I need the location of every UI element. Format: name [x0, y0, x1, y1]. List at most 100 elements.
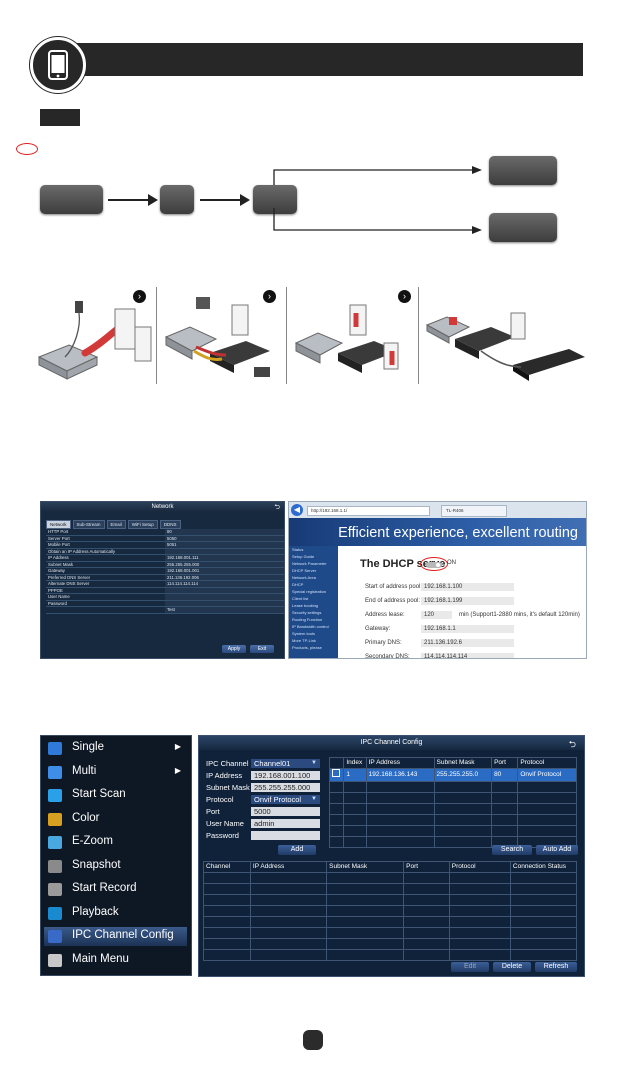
table-row[interactable] [203, 894, 578, 906]
banner-text: Efficient experience, excellent routing [338, 525, 578, 541]
table-row[interactable] [203, 927, 578, 939]
ipc-input[interactable]: 192.168.001.100 [251, 771, 320, 780]
sidebar-item[interactable]: Client list [292, 596, 309, 601]
setting-value[interactable]: 211.136.192.006 [165, 574, 284, 581]
ipc-input[interactable]: 5000 [251, 807, 320, 816]
dhcp-field-label: Primary DNS: [365, 640, 402, 646]
flow-box-1 [40, 185, 103, 214]
menu-item-single[interactable]: Single▶ [44, 739, 187, 758]
setting-value[interactable]: 192.168.001.001 [165, 567, 284, 575]
sidebar-item[interactable]: Products, please [292, 645, 322, 650]
back-icon[interactable]: ⮌ [568, 739, 576, 749]
ipc-title: IPC Channel Config [199, 736, 584, 750]
sidebar-item[interactable]: DHCP [292, 582, 304, 587]
menu-item-e-zoom[interactable]: E-Zoom [44, 833, 187, 852]
sidebar-item[interactable]: Setup Guide [292, 554, 315, 559]
refresh-button[interactable]: Refresh [535, 962, 577, 972]
ipc-select[interactable]: Channel01 ▼ [251, 759, 320, 768]
table-row[interactable] [328, 803, 577, 815]
add-button[interactable]: Add [278, 845, 316, 855]
nvr-setting-row: Obtain an IP Address Automatically [46, 548, 284, 555]
table-row[interactable] [328, 825, 577, 837]
tab-network[interactable]: Network [46, 520, 71, 529]
dhcp-field-value[interactable]: 211.136.192.6 [421, 639, 514, 647]
delete-button[interactable]: Delete [493, 962, 531, 972]
table-row[interactable] [203, 883, 578, 895]
setting-value[interactable]: 255.255.255.000 [165, 561, 284, 568]
setting-value[interactable]: 5051 [165, 541, 284, 549]
exit-button[interactable]: Exit [250, 645, 274, 653]
setting-value[interactable]: 80 [165, 529, 284, 536]
ipc-input[interactable]: admin [251, 819, 320, 828]
setting-value[interactable]: 5050 [165, 535, 284, 542]
sidebar-item[interactable]: Special registration [292, 589, 327, 594]
menu-item-color[interactable]: Color [44, 810, 187, 829]
menu-item-start-record[interactable]: Start Record [44, 880, 187, 899]
table-row[interactable] [203, 916, 578, 928]
e-zoom-icon [48, 836, 62, 849]
edit-button[interactable]: Edit [451, 962, 489, 972]
setting-value[interactable] [165, 587, 284, 594]
auto-add-button[interactable]: Auto Add [536, 845, 578, 855]
ipc-input[interactable] [251, 831, 320, 840]
browser-tab[interactable]: TL-R406 [441, 505, 507, 517]
table-row[interactable] [203, 905, 578, 917]
setting-value[interactable]: Test [165, 606, 284, 614]
menu-item-start-scan[interactable]: Start Scan [44, 786, 187, 805]
table-row[interactable] [328, 781, 577, 793]
sidebar-item[interactable]: Network Area [292, 575, 317, 580]
dhcp-toggle[interactable] [420, 557, 448, 571]
tab-sub-stream[interactable]: Sub-Stream [72, 520, 105, 529]
dhcp-field-value[interactable]: 192.168.1.100 [421, 583, 514, 591]
ipc-input[interactable]: 255.255.255.000 [251, 783, 320, 792]
address-bar[interactable]: http://192.168.1.1/ [307, 506, 430, 516]
dhcp-field-value[interactable]: 114.114.114.114 [421, 653, 514, 658]
column-header: Protocol [448, 861, 511, 873]
column-header: Port [491, 757, 519, 769]
table-row[interactable] [328, 814, 577, 826]
search-button[interactable]: Search [492, 845, 532, 855]
dhcp-field-value[interactable]: 192.168.1.199 [421, 597, 514, 605]
setting-value[interactable]: 114.114.114.114 [165, 580, 284, 588]
dhcp-field-value[interactable]: 120 [421, 611, 452, 619]
menu-item-snapshot[interactable]: Snapshot [44, 857, 187, 876]
nvr-title: Network [41, 502, 284, 513]
sidebar-item[interactable]: Security settings [292, 610, 322, 615]
table-row[interactable] [203, 949, 578, 961]
sidebar-item[interactable]: Network Parameter [292, 561, 327, 566]
tab-email[interactable]: Email [106, 520, 126, 529]
back-icon[interactable]: ⮌ [274, 504, 280, 511]
sidebar-item[interactable]: DHCP Server [292, 568, 317, 573]
table-row[interactable] [328, 792, 577, 804]
table-row[interactable] [203, 938, 578, 950]
sidebar-item[interactable]: Routing Function [292, 617, 323, 622]
table-cell [448, 938, 511, 950]
dhcp-field-value[interactable]: 192.168.1.1 [421, 625, 514, 633]
tab-wifi-setup[interactable]: WiFi Setup [127, 520, 158, 529]
tab-ddns[interactable]: DDNS [159, 520, 181, 529]
table-row[interactable] [203, 872, 578, 884]
setting-value[interactable] [165, 600, 284, 607]
sidebar-item[interactable]: Lease booking [292, 603, 319, 608]
menu-item-playback[interactable]: Playback [44, 904, 187, 923]
apply-button[interactable]: Apply [222, 645, 246, 653]
menu-item-multi[interactable]: Multi▶ [44, 763, 187, 782]
sidebar-item[interactable]: System tools [292, 631, 315, 636]
setting-value[interactable] [165, 548, 284, 555]
setting-value[interactable]: 192.168.001.111 [165, 554, 284, 562]
browser-back-icon[interactable]: ◀ [291, 504, 303, 516]
table-cell [203, 927, 251, 939]
ok-button[interactable]: OK [16, 143, 38, 155]
menu-item-ipc-channel-config[interactable]: IPC Channel Config [44, 927, 187, 946]
menu-item-main-menu[interactable]: Main Menu [44, 951, 187, 970]
checkbox[interactable] [332, 769, 340, 777]
setting-value[interactable] [165, 593, 284, 601]
toggle-state: ON [447, 560, 456, 566]
ipc-select[interactable]: Onvif Protocol ▼ [251, 795, 320, 804]
sidebar-item[interactable]: More TP-Link [292, 638, 316, 643]
sidebar-item[interactable]: IP Bandwidth control [292, 624, 329, 629]
sidebar-item[interactable]: Status [292, 547, 304, 552]
